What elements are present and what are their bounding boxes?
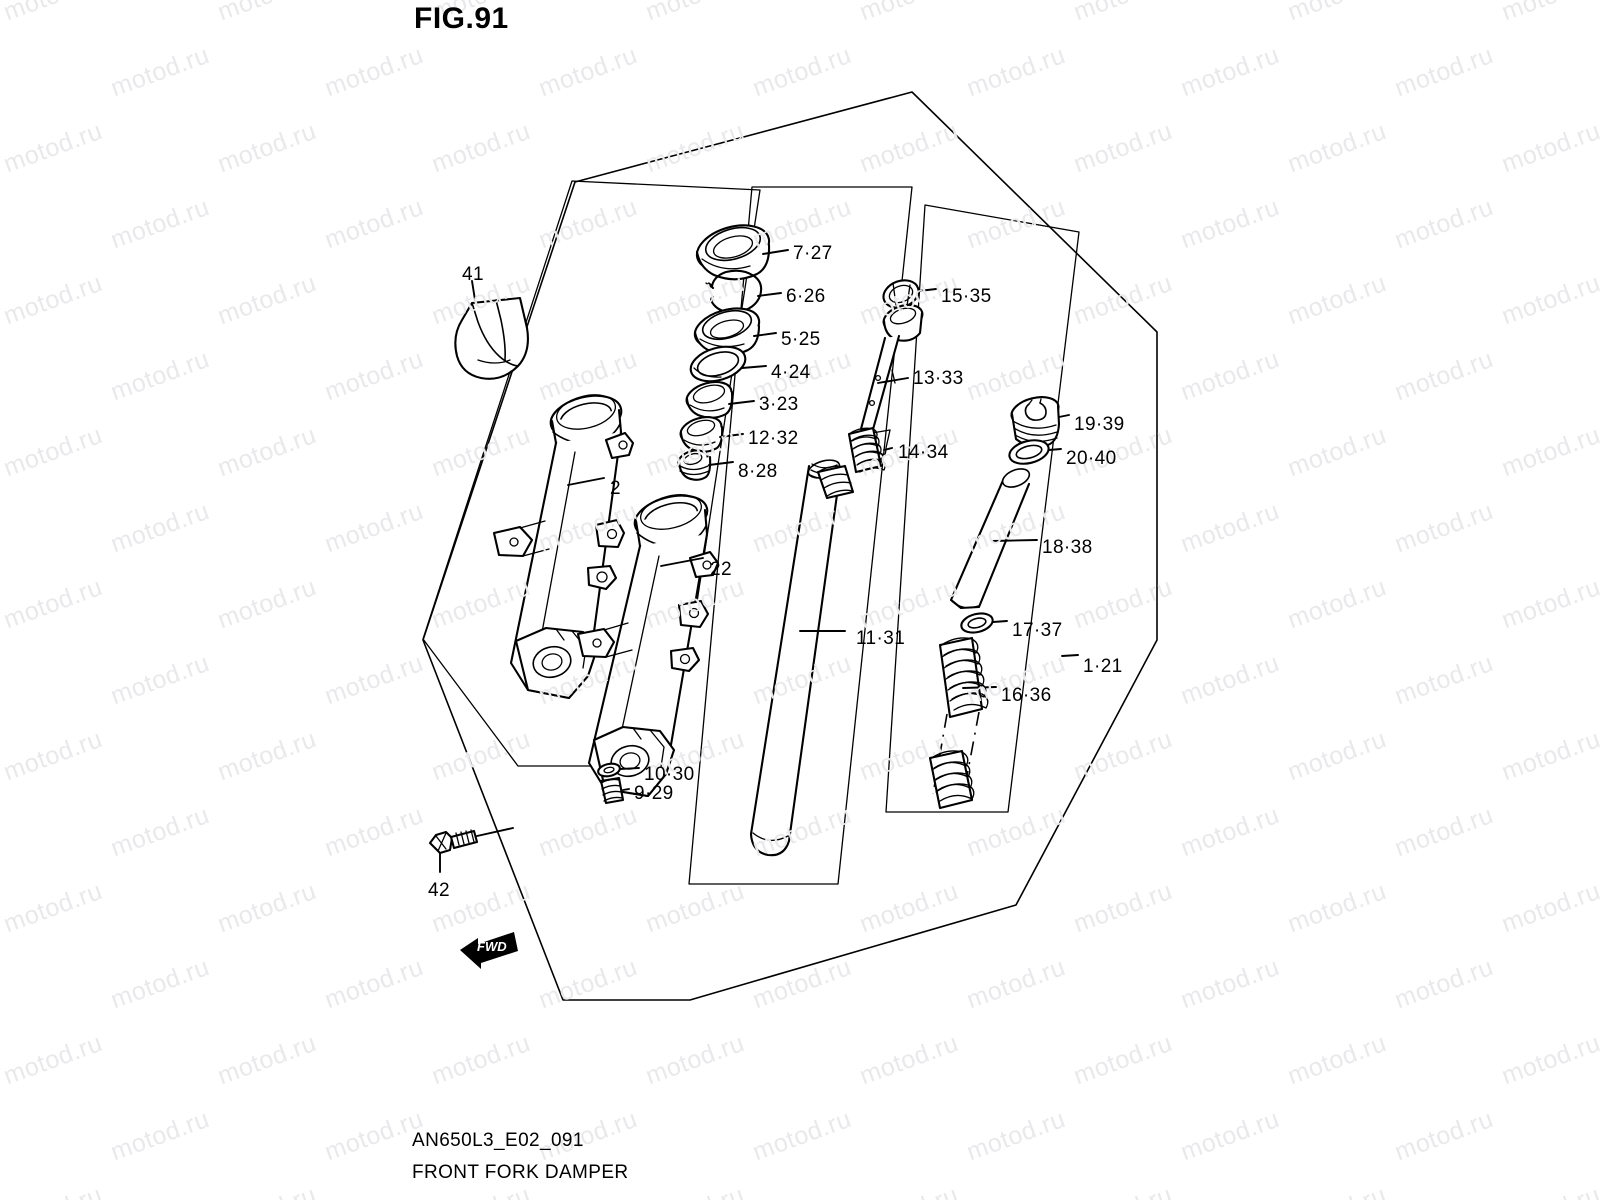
part-5-25-oil-seal [693,307,777,356]
callout-c8-28: 8·28 [738,461,778,482]
callout-c3-23: 3·23 [759,394,799,415]
callout-c17-37: 17·37 [1012,620,1063,641]
part-14-34-rebound-spring [847,426,893,474]
part-20-40-o-ring [1008,439,1062,465]
callout-c22: 22 [710,559,732,580]
callout-c18-38: 18·38 [1042,537,1093,558]
part-7-27-dust-seal [695,224,789,281]
part-17-37-spring-seat [960,612,1008,634]
part-6-26-snap-ring [705,269,782,314]
callout-c14-34: 14·34 [898,442,949,463]
callout-c10-30: 10·30 [644,764,695,785]
figure-name: FRONT FORK DAMPER [412,1162,629,1183]
part-15-35-piston-ring [882,279,937,309]
callout-c6-26: 6·26 [786,286,826,307]
callout-c9-29: 9·29 [634,783,674,804]
part-8-28-bush-stopper [677,449,734,481]
part-12-32-slide-metal [679,416,744,453]
part-3-23-guide-bush [685,380,755,419]
callout-c20-40: 20·40 [1066,448,1117,469]
part-9-29-damper-bolt [599,776,630,805]
callout-c13-33: 13·33 [913,368,964,389]
subgroup-outline-inner-tube [688,186,913,885]
part-41-boot-cover [454,280,529,380]
callout-c2: 2 [610,478,621,499]
callout-c7-27: 7·27 [793,243,833,264]
callout-c12-32: 12·32 [748,428,799,449]
part-2-outer-tube-left [492,394,635,700]
callout-c41: 41 [462,264,484,285]
fwd-direction-badge: FWD [460,930,516,964]
page-title: FIG.91 [414,2,509,35]
part-16-36-fork-spring [928,636,997,810]
callout-c4-24: 4·24 [771,362,811,383]
inner-tube-thread-detail [816,464,855,500]
callout-c11-31: 11·31 [856,628,906,649]
figure-code: AN650L3_E02_091 [412,1130,584,1151]
subgroup-outline-damper-rod [885,204,1080,813]
part-11-31-inner-tube [749,459,846,857]
fwd-label: FWD [477,939,507,954]
fwd-arrow [460,932,518,969]
part-10-30-gasket [597,762,640,778]
callout-c1-21: 1·21 [1083,656,1123,677]
callout-c15-35: 15·35 [941,286,992,307]
callout-c5-25: 5·25 [781,329,821,350]
part-18-38-spacer-tube [949,468,1038,610]
part-22-outer-tube-right [576,494,720,798]
part-42-clamp-bolt [428,827,514,873]
callout-c19-39: 19·39 [1074,414,1125,435]
part-19-39-cap-bolt [1010,396,1070,448]
callout-c16-36: 16·36 [1001,685,1052,706]
part-4-24-washer [689,345,767,383]
callout-c42: 42 [428,880,450,901]
leader-1-21 [1061,654,1079,657]
